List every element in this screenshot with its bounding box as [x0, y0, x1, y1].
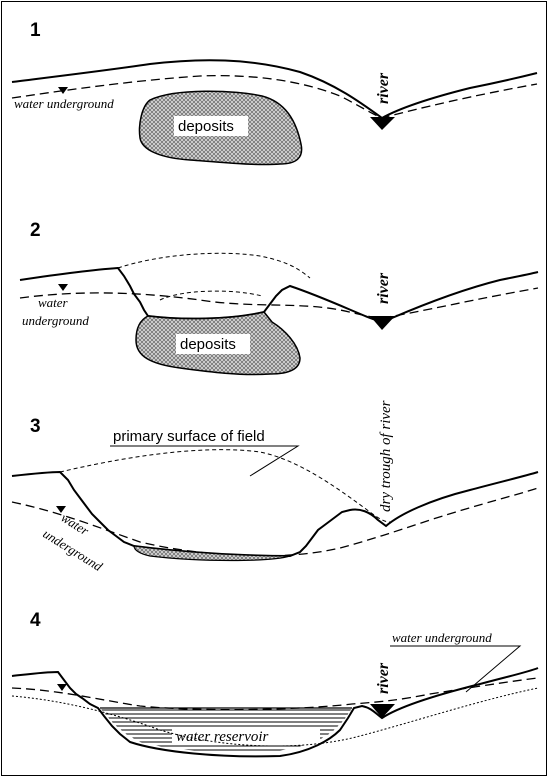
water-underground-leader [390, 645, 522, 693]
water-level-marker [58, 87, 68, 94]
river-label: river [375, 72, 392, 104]
water-underground-label: water underground [14, 96, 114, 111]
water-label-line2: underground [40, 526, 105, 574]
water-level-marker [56, 506, 66, 513]
water-label-line1: water [38, 295, 69, 310]
panel-1: 1 water underground deposits river [11, 20, 538, 166]
ground-surface [11, 667, 539, 758]
panel-number: 4 [30, 610, 41, 631]
water-reservoir-label: water reservoir [176, 729, 269, 745]
dry-trough-label: dry trough of river [378, 400, 394, 512]
primary-surface-label: primary surface of field [113, 428, 265, 445]
primary-surface-line [59, 449, 391, 523]
deposit-label-bg [174, 116, 248, 136]
river-label: river [375, 272, 392, 304]
ground-surface [19, 266, 539, 322]
deposits-label: deposits [178, 118, 234, 135]
panel-2: 2 water underground deposits river [19, 220, 539, 376]
river-channel [370, 316, 395, 330]
water-table-line [11, 487, 539, 557]
river-channel [370, 117, 395, 130]
panel-number: 1 [30, 20, 41, 41]
ground-surface [11, 470, 539, 558]
panel-4: 4 water reservoir river water undergroun… [11, 610, 539, 758]
deposit-label-bg [176, 334, 250, 354]
reservoir-label-bg [172, 728, 320, 744]
primary-surface-leader [110, 445, 300, 477]
water-level-marker [57, 684, 67, 691]
water-table-line [19, 287, 539, 319]
water-label-line2: underground [22, 313, 89, 328]
inner-pit-outline [159, 290, 263, 301]
deposit-remnant [133, 545, 291, 562]
original-bottom-line [11, 687, 539, 747]
panel-number: 3 [30, 416, 41, 437]
water-table-line [11, 75, 538, 119]
water-table-line [11, 677, 539, 711]
water-underground-label: water underground [392, 630, 492, 645]
ground-surface [11, 59, 538, 120]
deposits-label: deposits [180, 336, 236, 353]
river-label: river [375, 662, 392, 694]
panel-number: 2 [30, 220, 41, 241]
water-level-marker [58, 284, 68, 291]
panel-3: 3 primary surface of field water undergr… [11, 400, 539, 574]
original-surface-line [117, 252, 311, 279]
river-channel [370, 704, 395, 718]
